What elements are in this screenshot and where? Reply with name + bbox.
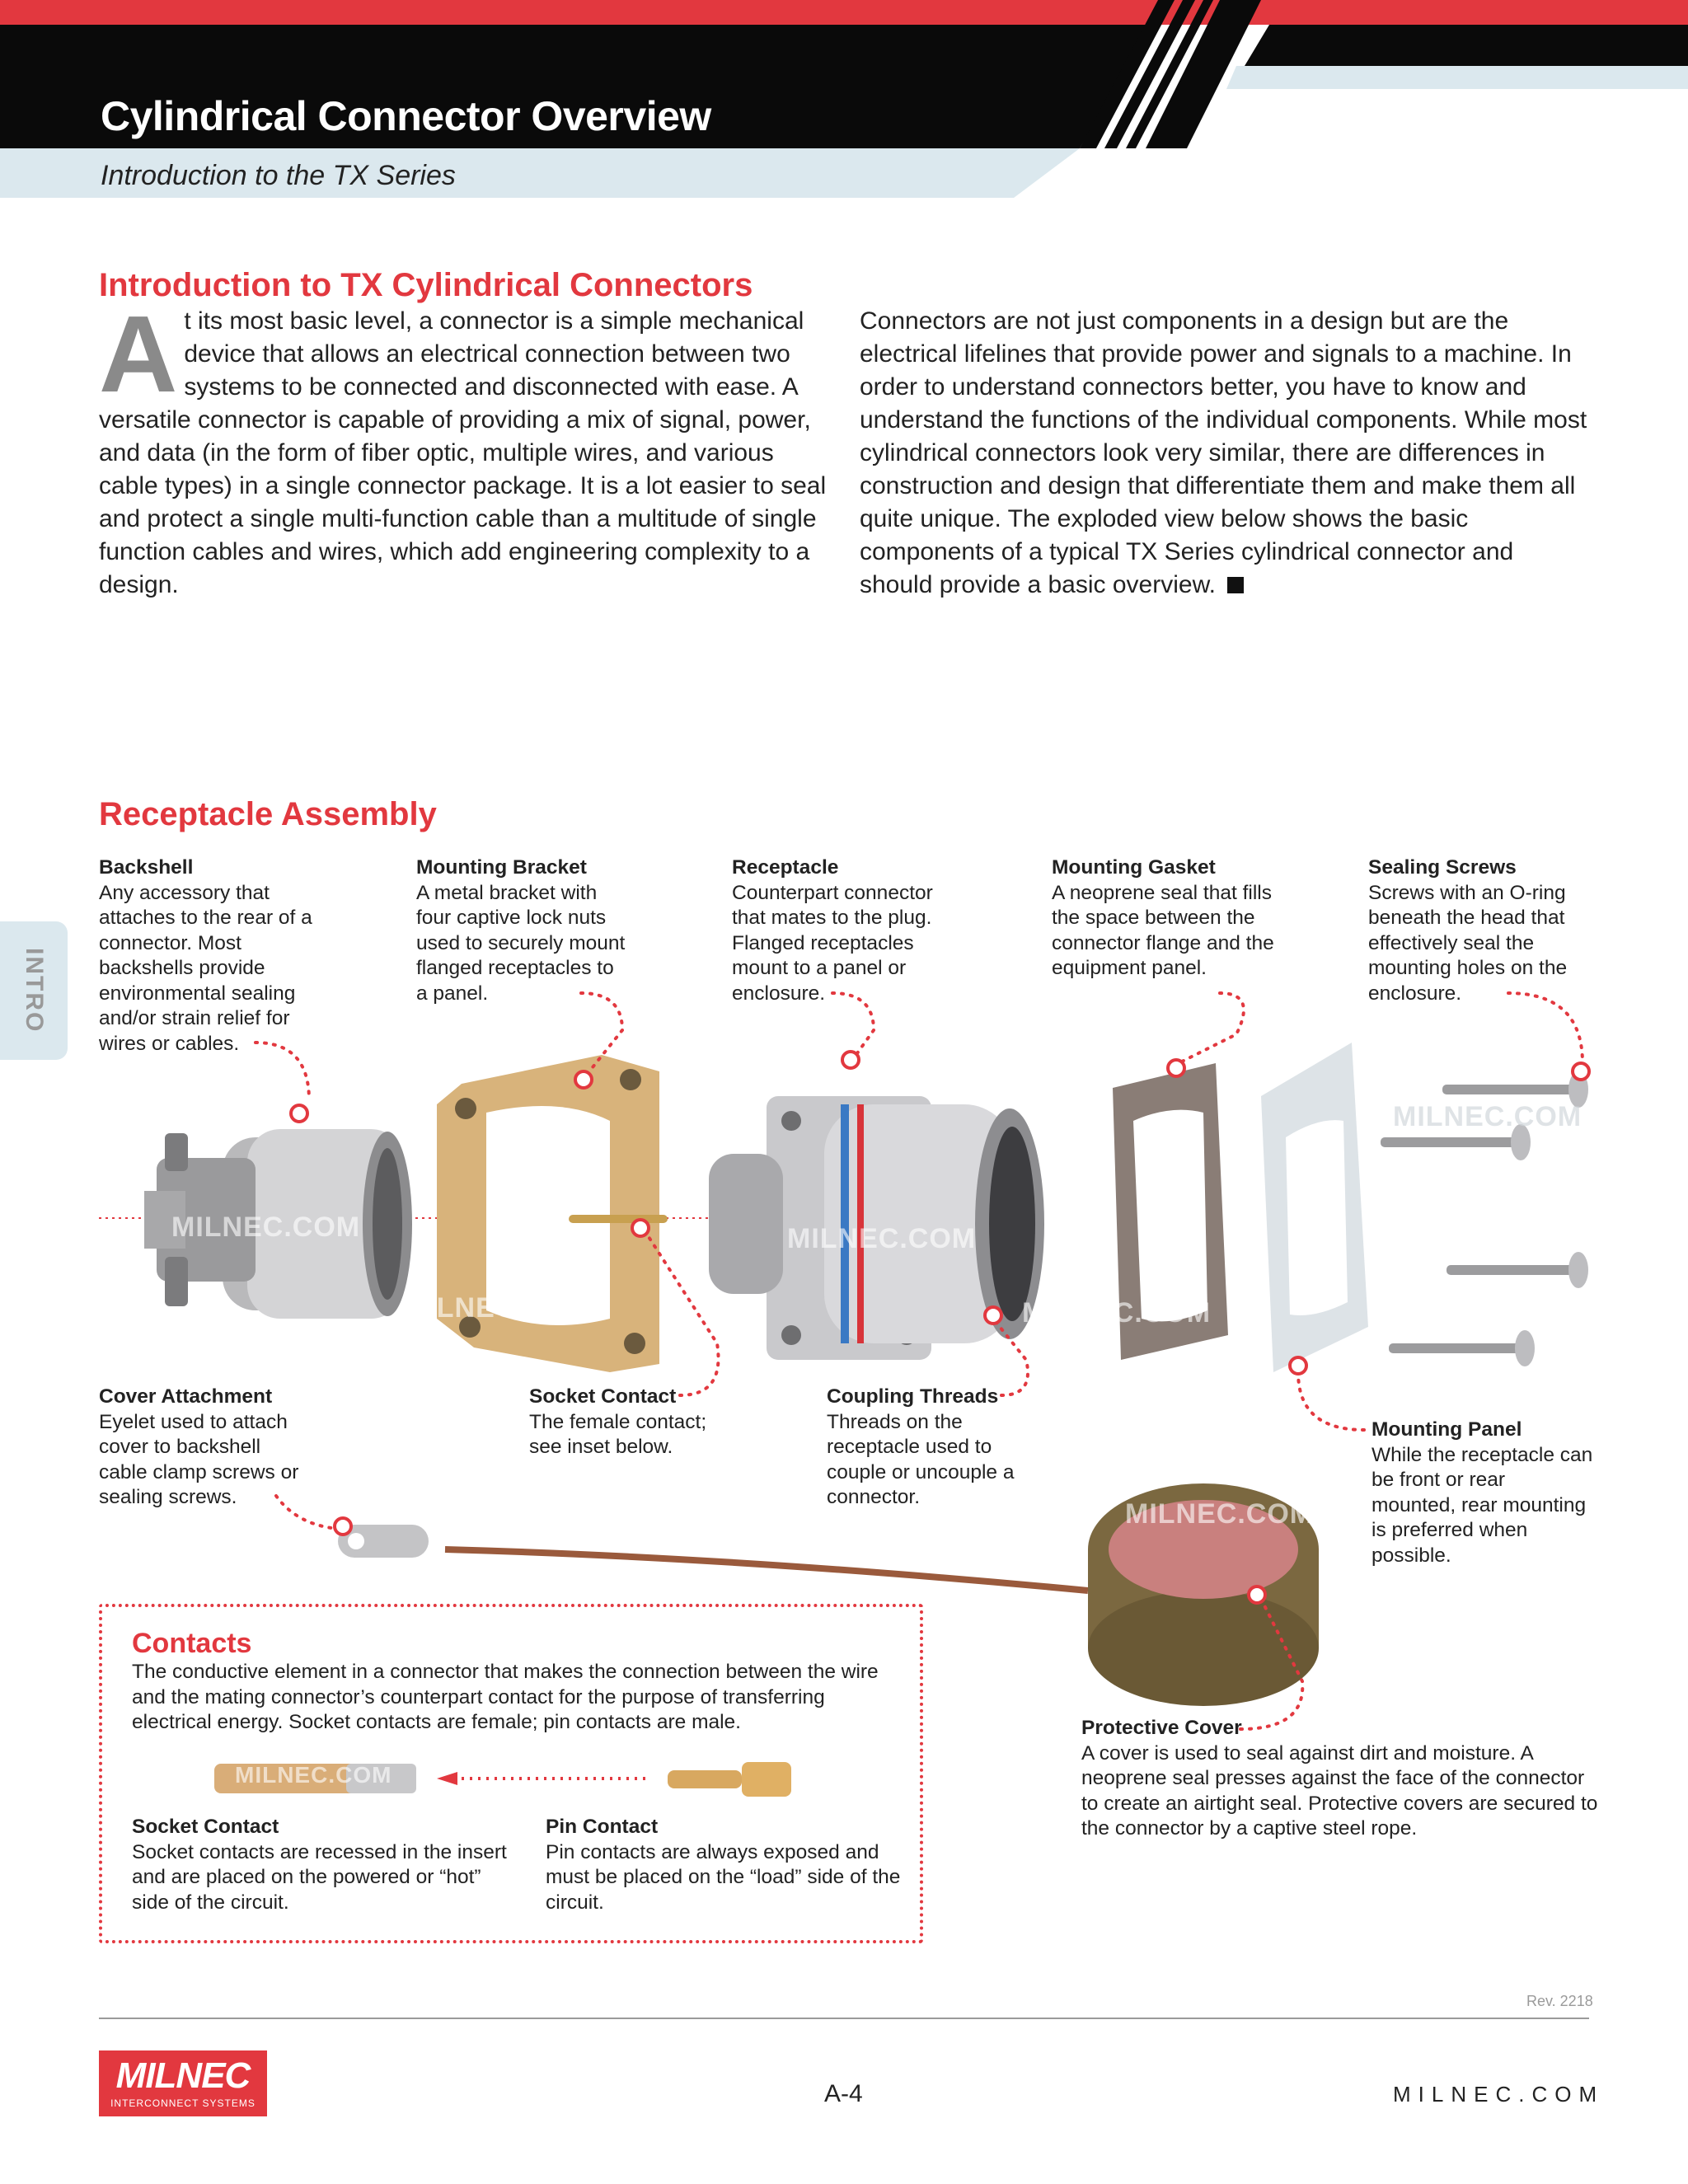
backshell-illustration: [144, 1129, 412, 1319]
side-tab-intro[interactable]: INTRO: [0, 921, 68, 1060]
contacts-heading: Contacts: [132, 1628, 252, 1659]
intro-heading: Introduction to TX Cylindrical Connector…: [99, 267, 753, 303]
callout-cover-attachment: Cover Attachment Eyelet used to attach c…: [99, 1385, 305, 1511]
note-title: Socket Contact: [132, 1816, 279, 1838]
watermark: MILNEC.COM: [235, 1762, 392, 1788]
page-title: Cylindrical Connector Overview: [101, 93, 711, 139]
mounting-gasket-illustration: [1113, 1063, 1228, 1360]
footer-divider: [99, 2018, 1589, 2019]
callout-title: Mounting Gasket: [1052, 856, 1216, 879]
header-black-band: [0, 25, 1150, 148]
callout-mounting-gasket: Mounting Gasket A neoprene seal that fil…: [1052, 855, 1278, 982]
intro-col2-text: Connectors are not just components in a …: [860, 307, 1587, 598]
side-tab-label: INTRO: [21, 948, 48, 1033]
callout-text: A metal bracket with four captive lock n…: [416, 881, 626, 1005]
watermark: MILNEC.COM: [1125, 1498, 1315, 1530]
callout-mounting-panel: Mounting Panel While the receptacle can …: [1372, 1418, 1594, 1568]
callout-protective-cover: Protective Cover A cover is used to seal…: [1081, 1716, 1601, 1842]
callout-receptacle: Receptacle Counterpart connector that ma…: [732, 855, 963, 1006]
contacts-inset-box: [99, 1604, 923, 1943]
page-number: A-4: [824, 2080, 863, 2107]
intro-col1-text: t its most basic level, a connector is a…: [99, 307, 827, 598]
end-mark-icon: [1226, 577, 1244, 593]
callout-title: Receptacle: [732, 856, 839, 879]
callout-text: Screws with an O-ring beneath the head t…: [1368, 881, 1568, 1005]
callout-coupling-threads: Coupling Threads Threads on the receptac…: [827, 1385, 1033, 1511]
callout-title: Mounting Bracket: [416, 856, 587, 879]
intro-column-2: Connectors are not just components in a …: [860, 305, 1589, 602]
callout-title: Protective Cover: [1081, 1717, 1242, 1739]
callout-text: A neoprene seal that fills the space bet…: [1052, 881, 1274, 980]
revision-label: Rev. 2218: [1526, 1993, 1593, 2009]
page-subtitle: Introduction to the TX Series: [101, 160, 456, 191]
milnec-logo[interactable]: MILNEC INTERCONNECT SYSTEMS: [99, 2050, 267, 2116]
logo-name: MILNEC: [115, 2055, 251, 2096]
header-subtitle-band: [0, 148, 1080, 198]
watermark: MILNEC.COM: [404, 1292, 593, 1324]
callout-markers: [289, 1050, 1591, 1605]
callout-title: Sealing Screws: [1368, 856, 1517, 879]
callout-socket-contact: Socket Contact The female contact; see i…: [529, 1385, 743, 1460]
callout-text: The female contact; see inset below.: [529, 1410, 707, 1459]
socket-contact-note: Socket Contact Socket contacts are reces…: [132, 1815, 519, 1915]
pin-contact-note: Pin Contact Pin contacts are always expo…: [546, 1815, 908, 1915]
callout-title: Coupling Threads: [827, 1385, 999, 1408]
callout-text: A cover is used to seal against dirt and…: [1081, 1741, 1598, 1840]
callout-leaders: [254, 991, 1584, 1731]
callout-text: Counterpart connector that mates to the …: [732, 881, 933, 1005]
receptacle-illustration: [709, 1096, 1044, 1360]
sealing-screws-illustration: [1381, 1071, 1588, 1366]
mounting-bracket-illustration: [437, 1055, 668, 1372]
callout-backshell: Backshell Any accessory that attaches to…: [99, 855, 330, 1057]
callout-title: Backshell: [99, 856, 194, 879]
header-slashes: [1080, 0, 1175, 148]
callout-sealing-screws: Sealing Screws Screws with an O-ring ben…: [1368, 855, 1603, 1006]
drop-cap: A: [99, 293, 178, 415]
protective-cover-illustration: [338, 1483, 1319, 1706]
mounting-panel-illustration: [1261, 1043, 1368, 1372]
header-red-stripe: [0, 0, 1688, 25]
callout-title: Socket Contact: [529, 1385, 677, 1408]
note-text: Pin contacts are always exposed and must…: [546, 1840, 901, 1914]
callout-text: Threads on the receptacle used to couple…: [827, 1410, 1015, 1509]
callout-text: Eyelet used to attach cover to backshell…: [99, 1410, 299, 1509]
callout-mounting-bracket: Mounting Bracket A metal bracket with fo…: [416, 855, 631, 1006]
watermark: MILNEC.COM: [787, 1223, 977, 1254]
website-link[interactable]: MILNEC.COM: [1393, 2082, 1605, 2107]
note-text: Socket contacts are recessed in the inse…: [132, 1840, 507, 1914]
callout-text: Any accessory that attaches to the rear …: [99, 881, 312, 1055]
watermark: MILNEC.COM: [1393, 1101, 1582, 1132]
contacts-inset-illustration: [214, 1762, 791, 1797]
contacts-description: The conductive element in a connector th…: [132, 1661, 879, 1733]
logo-tagline: INTERCONNECT SYSTEMS: [110, 2097, 256, 2109]
watermark: MILNEC.COM: [1022, 1297, 1212, 1329]
callout-text: While the receptacle can be front or rea…: [1372, 1443, 1593, 1567]
watermark: MILNEC.COM: [171, 1212, 361, 1243]
note-title: Pin Contact: [546, 1816, 659, 1838]
callout-title: Cover Attachment: [99, 1385, 273, 1408]
assembly-heading: Receptacle Assembly: [99, 796, 437, 832]
callout-title: Mounting Panel: [1372, 1418, 1522, 1441]
